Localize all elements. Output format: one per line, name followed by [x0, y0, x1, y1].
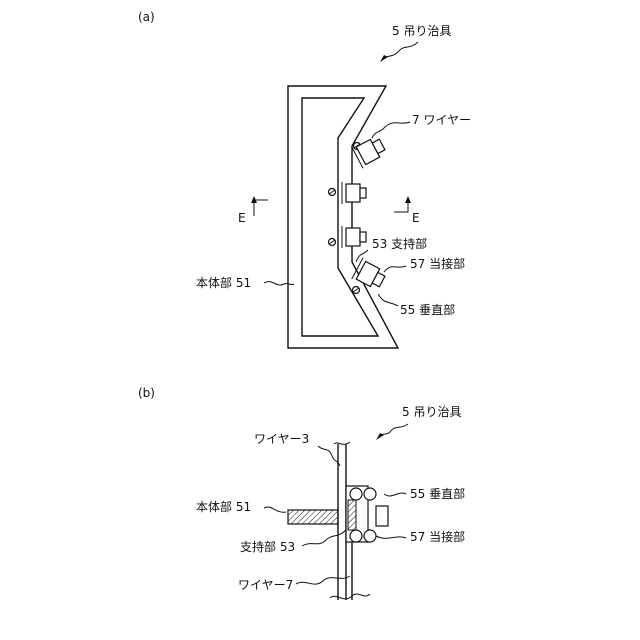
wire7-leader-b: [296, 576, 350, 584]
jig-label-b: 5 吊り治具: [402, 405, 461, 419]
body-leader-a: [264, 282, 294, 285]
screw-4: [353, 287, 360, 294]
vertical-label-a: 55 垂直部: [400, 302, 455, 317]
jig-label-a: 5 吊り治具: [392, 24, 451, 38]
section-arrow-right: [394, 196, 411, 212]
contact-label-b: 57 当接部: [410, 529, 465, 544]
wire3-leader-b: [318, 446, 340, 466]
jig-arrow-a: [380, 55, 388, 62]
contact-label-a: 57 当接部: [410, 256, 465, 271]
figure-a: (a) 5 吊り治具: [138, 10, 471, 348]
wire3-label-b: ワイヤー3: [254, 432, 309, 446]
body-label-b: 本体部 51: [196, 499, 251, 514]
contact-leader-b: [376, 536, 406, 538]
body-outer-outline: [288, 86, 398, 348]
support-leader-b: [302, 530, 346, 546]
section-arrow-left: [251, 196, 268, 216]
screw-2: [329, 189, 336, 196]
wire-break-bottom: [330, 594, 370, 599]
support-unit-1: [352, 134, 388, 168]
vertical-leader-a: [378, 294, 398, 306]
body-inner-outline: [302, 98, 378, 336]
section-label-left: E: [238, 211, 246, 225]
panel-b-label: (b): [138, 386, 155, 400]
support-label-a: 53 支持部: [372, 236, 427, 251]
body-label-a: 本体部 51: [196, 275, 251, 290]
section-label-right: E: [412, 211, 420, 225]
wire-3-break-top: [334, 442, 350, 444]
support-unit-3: [342, 226, 366, 248]
body-leader-b: [264, 507, 286, 512]
support-label-b: 支持部 53: [240, 539, 295, 554]
vertical-leader-b: [384, 493, 406, 496]
panel-a-label: (a): [138, 10, 155, 24]
wire-label-a: 7 ワイヤー: [412, 113, 471, 127]
wire-leader-a: [372, 122, 410, 138]
body-bar: [288, 510, 338, 524]
support-hatch: [348, 500, 356, 530]
support-unit-2: [342, 182, 366, 204]
contact-block: [376, 506, 388, 526]
contact-leader-a: [384, 266, 406, 272]
wire7-label-b: ワイヤー7: [238, 578, 293, 592]
vertical-label-b: 55 垂直部: [410, 486, 465, 501]
screw-3: [329, 239, 336, 246]
figure-b: (b) 5 吊り治具 ワイヤー3 55 垂直部 本体部 51: [138, 386, 465, 600]
